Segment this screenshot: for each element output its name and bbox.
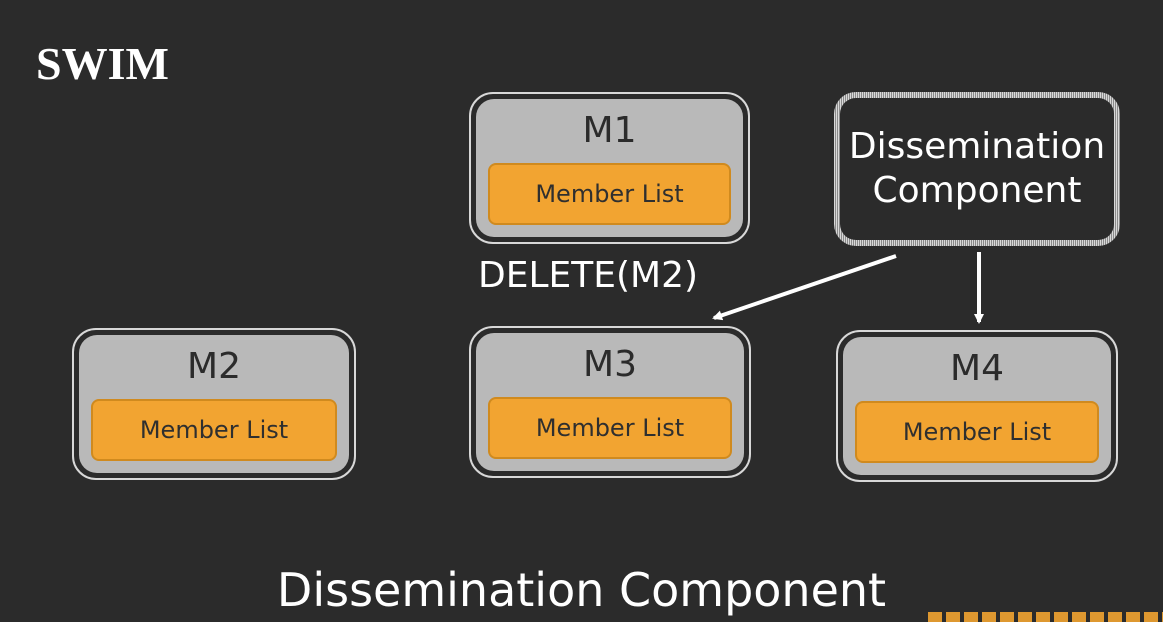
node-m3-label: M3 — [583, 344, 637, 385]
dissemination-component-text: Dissemination Component — [849, 125, 1105, 213]
node-m1-label: M1 — [582, 110, 637, 151]
node-m4: M4 Member List — [836, 330, 1118, 482]
node-m4-label: M4 — [950, 348, 1004, 389]
node-m3: M3 Member List — [469, 326, 751, 478]
node-m4-body: M4 Member List — [843, 337, 1111, 475]
arrow-to-m3 — [712, 254, 897, 321]
node-m4-member-list: Member List — [855, 401, 1099, 463]
slide-title: SWIM — [36, 38, 169, 89]
node-m2-member-list: Member List — [91, 399, 337, 461]
dissemination-component-box: Dissemination Component — [834, 92, 1120, 246]
slide-caption: Dissemination Component — [276, 563, 887, 617]
node-m2-body: M2 Member List — [79, 335, 349, 473]
node-m2-label: M2 — [187, 346, 241, 387]
node-m1: M1 Member List — [469, 92, 750, 244]
node-m1-member-list: Member List — [488, 163, 731, 225]
dissemination-line-1: Dissemination — [848, 126, 1106, 167]
node-m3-member-list: Member List — [488, 397, 732, 459]
node-m2: M2 Member List — [72, 328, 356, 480]
dissemination-line-2: Component — [872, 170, 1082, 211]
node-m3-body: M3 Member List — [476, 333, 744, 471]
brand-logo-strip — [928, 612, 1163, 622]
node-m1-body: M1 Member List — [476, 99, 743, 237]
delete-message-label: DELETE(M2) — [478, 255, 699, 296]
